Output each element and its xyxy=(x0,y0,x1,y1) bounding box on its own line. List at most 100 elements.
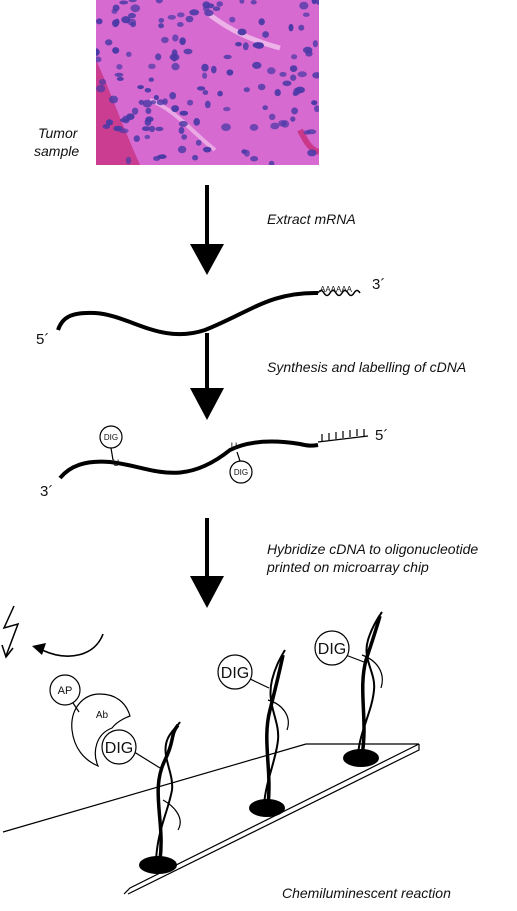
cell-nucleus xyxy=(250,156,259,162)
cell-nucleus xyxy=(178,120,188,127)
cell-nucleus xyxy=(235,42,242,47)
array-spot xyxy=(139,856,177,874)
cell-nucleus xyxy=(242,42,249,51)
cell-nucleus xyxy=(195,139,202,146)
cell-nucleus xyxy=(96,56,102,63)
antibody-label: Ab xyxy=(96,710,109,721)
cell-nucleus xyxy=(121,115,130,124)
cell-nucleus xyxy=(113,125,123,132)
dig-text: DIG xyxy=(221,665,249,682)
cell-nucleus xyxy=(131,107,139,115)
poly-a-tail xyxy=(317,289,361,297)
poly-t-tail xyxy=(317,429,369,443)
cell-nucleus xyxy=(178,126,185,135)
cell-nucleus xyxy=(137,85,144,90)
cell-nucleus xyxy=(98,78,107,86)
cell-nucleus xyxy=(192,154,199,161)
cell-nucleus xyxy=(158,23,165,29)
cell-nucleus xyxy=(202,1,211,9)
cell-nucleus xyxy=(314,105,319,113)
cell-nucleus xyxy=(145,107,152,114)
cell-nucleus xyxy=(125,156,132,165)
cell-nucleus xyxy=(278,120,287,127)
probe-left: DIG Ab AP xyxy=(49,674,181,861)
cell-nucleus xyxy=(155,126,164,132)
arrow-synthesis xyxy=(190,333,224,420)
cell-nucleus xyxy=(111,8,118,14)
cell-nucleus xyxy=(291,54,298,60)
cell-nucleus xyxy=(102,124,111,129)
cell-nucleus xyxy=(179,110,189,116)
cell-nucleus xyxy=(262,31,269,38)
cell-nucleus xyxy=(252,42,263,49)
cell-nucleus xyxy=(216,1,223,7)
tissue-texture xyxy=(96,0,319,165)
cell-nucleus xyxy=(252,61,262,69)
cell-nucleus xyxy=(181,134,188,140)
cell-nucleus xyxy=(203,146,212,153)
cell-nucleus xyxy=(270,122,280,130)
cell-nucleus xyxy=(257,83,266,91)
cell-nucleus xyxy=(288,23,294,32)
cell-nucleus xyxy=(211,65,217,74)
dig-circle xyxy=(314,630,350,666)
ap-label: AP xyxy=(58,685,73,697)
tissue-stroma xyxy=(96,60,140,165)
cell-nucleus xyxy=(126,51,132,57)
microarray-chip xyxy=(2,743,420,895)
cell-nucleus xyxy=(204,100,211,109)
cell-nucleus xyxy=(221,123,231,131)
ap-circle xyxy=(49,674,81,706)
arrow-extract xyxy=(190,185,224,275)
cell-nucleus xyxy=(144,88,152,93)
cell-nucleus xyxy=(303,46,313,54)
mrna-backbone xyxy=(56,290,319,337)
cell-nucleus xyxy=(196,86,206,91)
cell-nucleus xyxy=(128,12,136,19)
cell-nucleus xyxy=(250,0,257,5)
dig-text: DIG xyxy=(105,740,133,757)
cell-nucleus xyxy=(171,105,180,113)
cell-nucleus xyxy=(171,62,180,71)
cell-nucleus xyxy=(114,18,120,26)
cell-nucleus xyxy=(108,95,119,104)
cell-nucleus xyxy=(150,100,157,105)
cell-nucleus xyxy=(202,72,208,79)
array-spot xyxy=(249,799,285,817)
tumor-sample-label-line2: sample xyxy=(34,143,80,159)
probe-right: DIG xyxy=(314,611,383,756)
cell-nucleus xyxy=(112,47,120,54)
mrna-5prime-label: 5´ xyxy=(36,331,49,348)
cell-nucleus xyxy=(223,54,232,60)
cell-nucleus xyxy=(311,100,318,106)
dig-circle xyxy=(99,425,123,449)
cell-nucleus xyxy=(155,53,162,61)
step-hybridize-label-line1: Hybridize cDNA to oligonucleotide xyxy=(267,541,479,557)
step-hybridize-label-line2: printed on microarray chip xyxy=(267,559,429,575)
probe-middle: DIG xyxy=(217,649,289,806)
cell-nucleus xyxy=(158,18,165,23)
cell-nucleus xyxy=(169,92,177,100)
mrna-3prime-label: 3´ xyxy=(372,276,385,293)
cell-nucleus xyxy=(291,107,298,115)
cell-nucleus xyxy=(306,129,317,135)
cell-nucleus xyxy=(105,119,114,126)
cell-nucleus xyxy=(144,134,151,140)
cell-nucleus xyxy=(262,105,269,111)
cell-nucleus xyxy=(237,28,247,36)
cell-nucleus xyxy=(311,0,317,5)
cell-nucleus xyxy=(202,90,209,95)
cell-nucleus xyxy=(119,0,129,5)
cell-nucleus xyxy=(267,67,276,75)
cdna-strand: 5´ 3´ DIG U DIG U xyxy=(40,425,388,500)
cell-nucleus xyxy=(167,14,176,20)
cell-nucleus xyxy=(177,145,187,154)
cell-nucleus xyxy=(183,48,193,55)
cell-nucleus xyxy=(169,53,180,61)
dig-label-upper: DIG U xyxy=(99,425,123,468)
cell-nucleus xyxy=(96,18,103,25)
cell-nucleus xyxy=(289,65,298,72)
antibody-shape xyxy=(71,693,131,768)
step-extract-label: Extract mRNA xyxy=(267,211,356,227)
